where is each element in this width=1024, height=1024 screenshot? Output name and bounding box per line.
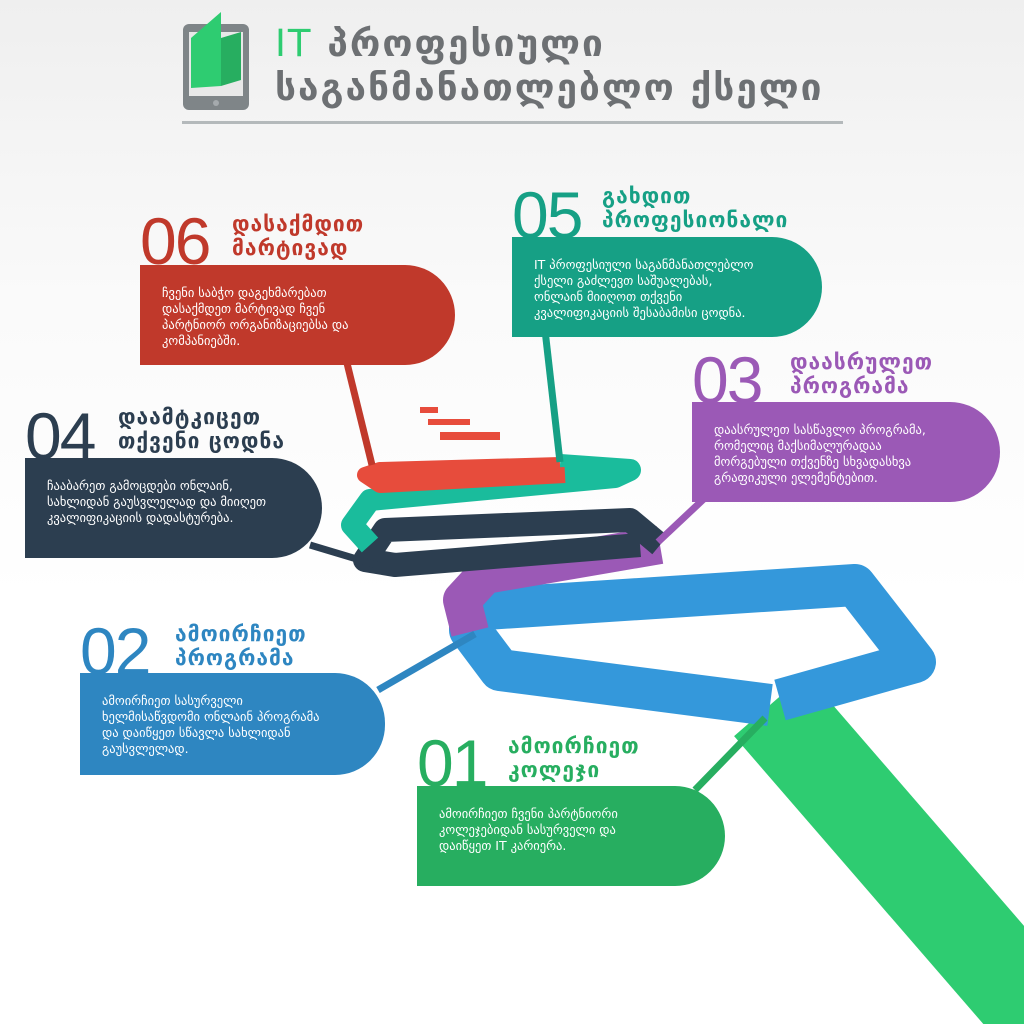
step-title-2: პროგრამა <box>175 646 295 670</box>
step-title-2: პროფესიონალი <box>602 208 789 232</box>
step-number: 06 <box>140 204 211 278</box>
desc-line: ხელმისაწვდომი ონლაინ პროგრამა <box>102 709 320 724</box>
desc-line: დაასრულეთ სასწავლო პროგრამა, <box>714 422 926 437</box>
step-number: 01 <box>417 726 488 800</box>
road-blue <box>449 564 936 726</box>
connector-04 <box>308 541 382 570</box>
step-title-2: პროგრამა <box>790 374 910 398</box>
desc-line: მორგებული თქვენზე სხვადასხვა <box>714 454 912 469</box>
step-title-1: გახდით <box>602 184 692 208</box>
desc-line: რომელიც მაქსიმალურადაა <box>714 438 882 453</box>
step-title-2: მარტივად <box>232 236 349 260</box>
connector-06 <box>341 354 376 466</box>
desc-line: ჩააბარეთ გამოცდები ონლაინ, <box>47 478 233 493</box>
step-title-1: დაამტკიცეთ <box>118 405 262 429</box>
page-title: IT პროფესიული საგანმანათლებლო ქსელი <box>275 22 823 110</box>
road-green <box>734 673 1024 1024</box>
step-title-1: დასაქმდით <box>232 212 365 236</box>
step-title-1: დაასრულეთ <box>790 350 934 374</box>
connector-01 <box>692 715 768 793</box>
desc-line: პარტნიორ ორგანიზაციებსა და <box>162 317 349 332</box>
title-line-2: საგანმანათლებლო ქსელი <box>275 66 824 109</box>
desc-line: ჩვენი საბჭო დაგეხმარებათ <box>162 285 327 300</box>
step-title-1: ამოირჩიეთ <box>508 734 640 758</box>
desc-line: ონლაინ მიიღოთ თქვენი <box>534 289 683 304</box>
logo-tablet-book-icon <box>183 10 251 110</box>
desc-line: კვალიფიკაციის დადასტურება. <box>47 510 234 525</box>
step-title-2: კოლეჯი <box>508 758 601 782</box>
desc-line: და დაიწყეთ სწავლა სახლიდან <box>102 725 291 740</box>
connector-05 <box>541 329 564 463</box>
desc-line: გრაფიკული ელემენტებით. <box>714 470 878 485</box>
connector-03 <box>655 492 711 545</box>
desc-line: გაუსვლელად. <box>102 741 189 756</box>
desc-line: ქსელი გაძლევთ საშუალებას, <box>534 273 713 288</box>
desc-line: IT პროფესიული საგანმანათლებლო <box>534 257 754 272</box>
desc-line: ამოირჩიეთ სასურველი <box>102 693 243 708</box>
step-description: დაასრულეთ სასწავლო პროგრამა,რომელიც მაქს… <box>692 402 1000 502</box>
desc-line: ამოირჩიეთ ჩვენი პარტნიორი <box>439 806 618 821</box>
connector-02 <box>376 630 477 694</box>
desc-line: კომპანიებში. <box>162 333 241 348</box>
road-red <box>357 457 566 493</box>
title-accent: IT <box>275 22 313 65</box>
road-navy <box>353 508 668 577</box>
step-title-1: ამოირჩიეთ <box>175 622 307 646</box>
desc-line: დაიწყეთ IT კარიერა. <box>439 838 567 853</box>
road-teal <box>341 454 641 553</box>
tablet-book-icon <box>183 12 249 110</box>
desc-line: დასაქმდეთ მარტივად ჩვენ <box>162 301 326 316</box>
desc-line: სახლიდან გაუსვლელად და მიიღეთ <box>47 494 267 509</box>
header-divider <box>182 121 843 124</box>
step-title-2: თქვენი ცოდნა <box>118 429 285 453</box>
desc-line: კოლეჯებიდან სასურველი და <box>439 822 616 837</box>
step-description: ჩააბარეთ გამოცდები ონლაინ,სახლიდან გაუსვ… <box>25 458 322 558</box>
title-line-1: პროფესიული <box>327 22 605 65</box>
desc-line: კვალიფიკაციის შესაბამისი ცოდნა. <box>534 305 746 320</box>
